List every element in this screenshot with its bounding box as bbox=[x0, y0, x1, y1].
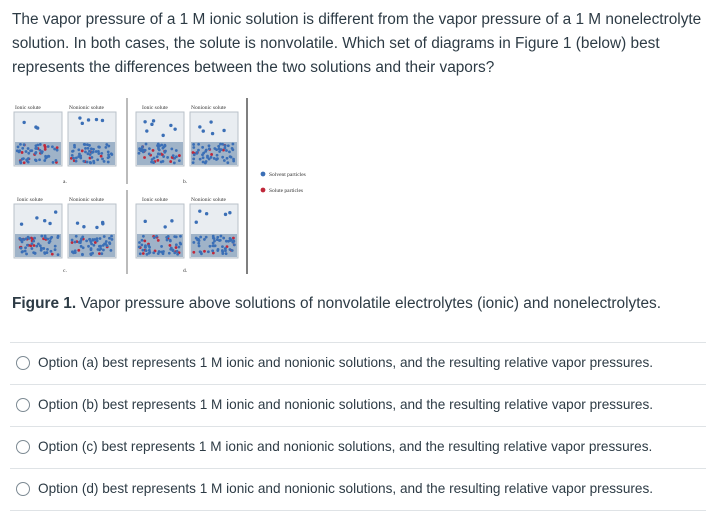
panel-c-ionic-beaker bbox=[13, 203, 63, 259]
panel-d-ionic-label: Ionic solute bbox=[142, 197, 168, 203]
panel-c-ionic-label: Ionic solute bbox=[17, 197, 43, 203]
question-text: The vapor pressure of a 1 M ionic soluti… bbox=[12, 11, 702, 76]
panel-b-ionic-label: Ionic solute bbox=[142, 105, 168, 111]
option-d-label[interactable]: Option (d) best represents 1 M ionic and… bbox=[38, 481, 654, 496]
option-d[interactable]: Option (d) best represents 1 M ionic and… bbox=[10, 468, 706, 511]
legend-solute-label: Solute particles bbox=[269, 188, 303, 194]
option-a-label[interactable]: Option (a) best represents 1 M ionic and… bbox=[38, 355, 654, 370]
figure-diagram: Ionic solute Nonionic solute Ionic solut… bbox=[13, 98, 306, 274]
option-c-label[interactable]: Option (c) best represents 1 M ionic and… bbox=[38, 439, 653, 454]
legend-solvent-label: Solvent particles bbox=[269, 172, 306, 178]
panel-a-nonionic-beaker bbox=[67, 111, 117, 167]
answer-options: Option (a) best represents 1 M ionic and… bbox=[10, 342, 706, 511]
figure-1: Ionic solute Nonionic solute Ionic solut… bbox=[10, 94, 340, 276]
panel-b-nonionic-beaker bbox=[189, 111, 239, 167]
option-b-label[interactable]: Option (b) best represents 1 M ionic and… bbox=[38, 397, 654, 412]
caption-figure-number: Figure 1. bbox=[12, 295, 77, 312]
option-a[interactable]: Option (a) best represents 1 M ionic and… bbox=[10, 342, 706, 384]
panel-c-nonionic-beaker bbox=[67, 203, 117, 259]
option-d-radio[interactable] bbox=[16, 482, 30, 496]
panel-b-ionic-beaker bbox=[135, 111, 185, 167]
panel-a-ionic-label: Ionic solute bbox=[15, 105, 41, 111]
panel-d-ionic-beaker bbox=[135, 203, 185, 259]
panel-letter-b: b. bbox=[183, 179, 188, 185]
panel-letter-d: d. bbox=[183, 268, 188, 274]
option-a-radio[interactable] bbox=[16, 356, 30, 370]
option-b[interactable]: Option (b) best represents 1 M ionic and… bbox=[10, 384, 706, 426]
legend-solvent-dot bbox=[260, 171, 266, 177]
panel-a-nonionic-label: Nonionic solute bbox=[69, 105, 105, 111]
panel-d-nonionic-label: Nonionic solute bbox=[191, 197, 227, 203]
panel-letter-a: a. bbox=[63, 179, 67, 185]
option-c-radio[interactable] bbox=[16, 440, 30, 454]
panel-b-nonionic-label: Nonionic solute bbox=[191, 105, 227, 111]
option-b-radio[interactable] bbox=[16, 398, 30, 412]
panel-a-ionic-beaker bbox=[13, 111, 63, 167]
figure-caption: Figure 1. Vapor pressure above solutions… bbox=[12, 295, 661, 313]
panel-d-nonionic-beaker bbox=[189, 203, 239, 259]
panel-letter-c: c. bbox=[63, 268, 67, 274]
option-c[interactable]: Option (c) best represents 1 M ionic and… bbox=[10, 426, 706, 468]
legend-solute-dot bbox=[260, 187, 266, 193]
panel-c-nonionic-label: Nonionic solute bbox=[69, 197, 105, 203]
caption-text: Vapor pressure above solutions of nonvol… bbox=[76, 295, 662, 312]
